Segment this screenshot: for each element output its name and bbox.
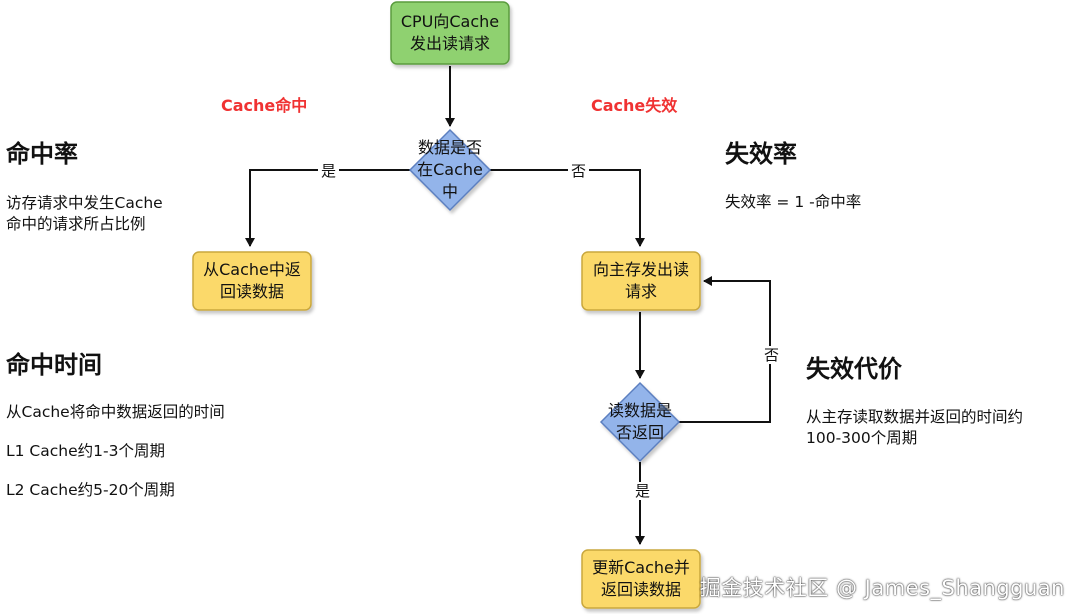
hit-rate-text: 访存请求中发生Cache 命中的请求所占比例	[6, 194, 163, 233]
edge-label-hit-yes: 是	[318, 162, 340, 180]
start-node	[390, 1, 510, 65]
request-main-memory-node	[581, 251, 701, 311]
miss-penalty-title: 失效代价	[806, 355, 902, 383]
start-node-text: CPU向Cache 发出读请求	[400, 12, 500, 53]
hit-time-line-1: 从Cache将命中数据返回的时间	[6, 403, 225, 421]
hit-time-title: 命中时间	[6, 351, 102, 379]
edge-hit-yes	[245, 169, 412, 247]
miss-rate-text: 失效率 = 1 -命中率	[725, 193, 862, 211]
decision-returned-text: 读数据是 否返回	[607, 401, 672, 442]
decision-hit-text: 数据是否 在Cache 中	[417, 138, 483, 201]
edge-label-returned-yes: 是	[632, 482, 654, 500]
edge-label-returned-no: 否	[761, 346, 783, 364]
update-cache-node	[581, 549, 701, 609]
miss-penalty-text: 从主存读取数据并返回的时间约 100-300个周期	[806, 408, 1024, 447]
watermark: 掘金技术社区 @ James_Shangguan	[699, 576, 1065, 600]
return-from-cache-text: 从Cache中返 回读数据	[203, 260, 301, 301]
hit-time-line-2: L1 Cache约1-3个周期	[6, 442, 165, 460]
decision-hit-node	[408, 128, 492, 212]
edge-label-hit-no: 否	[568, 162, 590, 180]
update-cache-text: 更新Cache并 返回读数据	[592, 558, 690, 599]
hit-time-line-3: L2 Cache约5-20个周期	[6, 481, 175, 499]
miss-rate-title: 失效率	[725, 140, 797, 168]
request-main-memory-text: 向主存发出读 请求	[592, 260, 689, 301]
cache-hit-annotation: Cache命中	[221, 96, 308, 115]
decision-returned-node	[599, 381, 681, 463]
return-from-cache-node	[192, 251, 312, 311]
edge-hit-no	[488, 169, 645, 247]
cache-miss-annotation: Cache失效	[591, 96, 678, 115]
hit-rate-title: 命中率	[6, 140, 78, 168]
